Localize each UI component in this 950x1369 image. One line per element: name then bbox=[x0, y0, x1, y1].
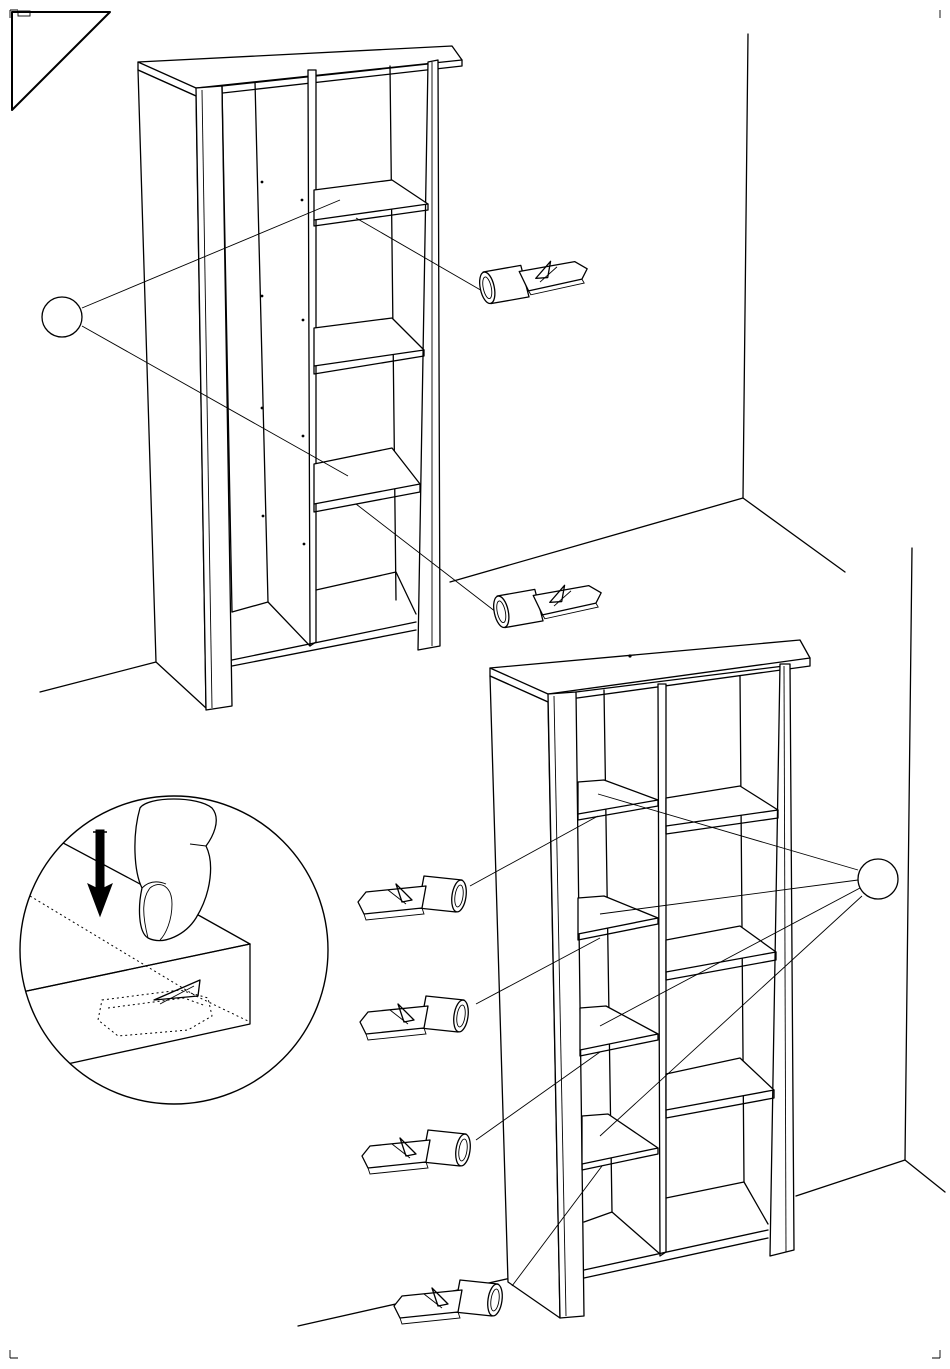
floor-line-left bbox=[40, 662, 156, 692]
step-corner-triangle bbox=[12, 12, 110, 110]
shelf-left-3 bbox=[580, 1006, 658, 1050]
shelf-right-3 bbox=[666, 1058, 774, 1110]
shelf-pin-icon bbox=[360, 996, 470, 1040]
shelf-left-1 bbox=[578, 780, 658, 814]
shelf-pin-icon bbox=[362, 1130, 472, 1174]
narrow-bookcase-scene bbox=[40, 34, 845, 710]
floor-line bbox=[450, 498, 743, 582]
shelf-left-2 bbox=[578, 896, 658, 934]
shelf-pin-icon bbox=[491, 583, 604, 629]
shelf-right-2 bbox=[666, 926, 776, 972]
leader-line bbox=[356, 218, 484, 292]
floor-line bbox=[796, 1160, 905, 1196]
bookcase-top bbox=[490, 640, 810, 694]
shelf-pin-icon bbox=[358, 876, 468, 920]
shelf-1 bbox=[314, 180, 428, 220]
shelf-pin-icon bbox=[394, 1280, 504, 1324]
detail-insert-support bbox=[20, 796, 328, 1104]
leader-line bbox=[600, 880, 858, 914]
circle-callout-icon bbox=[858, 859, 898, 899]
circle-callout-icon bbox=[42, 297, 82, 337]
bookcase-left-side bbox=[138, 70, 206, 708]
bookcase-top bbox=[138, 46, 462, 88]
wall-corner-line bbox=[905, 548, 945, 1192]
wall-corner-line bbox=[743, 34, 845, 572]
pin-holes bbox=[261, 181, 306, 546]
wide-bookcase-scene bbox=[298, 548, 945, 1326]
bookcase-right-side bbox=[418, 60, 440, 650]
shelf-pin-icon bbox=[477, 259, 590, 305]
